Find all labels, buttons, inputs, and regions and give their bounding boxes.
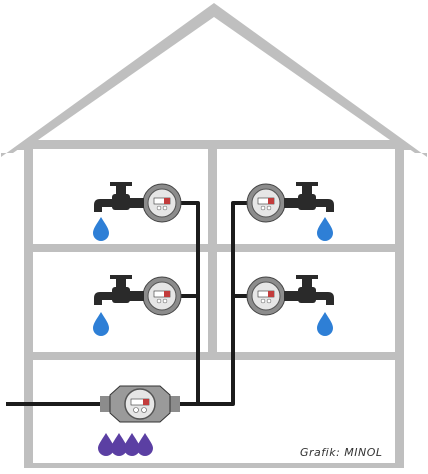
apartment-water-meter-icon xyxy=(142,183,182,223)
apartment-water-meter-icon xyxy=(246,276,286,316)
riser-left-pipe xyxy=(180,201,200,404)
water-drop-icon xyxy=(317,217,333,241)
image-credit: Grafik: MINOL xyxy=(300,446,383,459)
water-tap-icon xyxy=(94,182,144,212)
apartment-water-meter-icon xyxy=(142,276,182,316)
water-tap-icon xyxy=(284,275,334,305)
apartment-middle-left xyxy=(93,275,182,336)
apartment-water-meter-icon xyxy=(246,183,286,223)
water-drop-icon xyxy=(317,312,333,336)
supply-pipes xyxy=(6,201,249,406)
apartment-upper-right xyxy=(246,182,334,241)
apartment-upper-left xyxy=(93,182,182,241)
water-drop-icon xyxy=(111,433,127,456)
main-outflow-pipe xyxy=(178,201,249,406)
basement xyxy=(33,360,395,463)
supply-drops xyxy=(98,433,153,456)
water-drop-icon xyxy=(93,312,109,336)
water-drop-icon xyxy=(93,217,109,241)
apartment-middle-right xyxy=(246,275,334,336)
main-water-meter-icon xyxy=(100,385,180,423)
water-drop-icon xyxy=(137,433,153,456)
water-tap-icon xyxy=(284,182,334,212)
house xyxy=(1,3,427,468)
water-tap-icon xyxy=(94,275,144,305)
water-drop-icon xyxy=(124,433,140,456)
roof-hole xyxy=(38,17,390,140)
water-drop-icon xyxy=(98,433,114,456)
